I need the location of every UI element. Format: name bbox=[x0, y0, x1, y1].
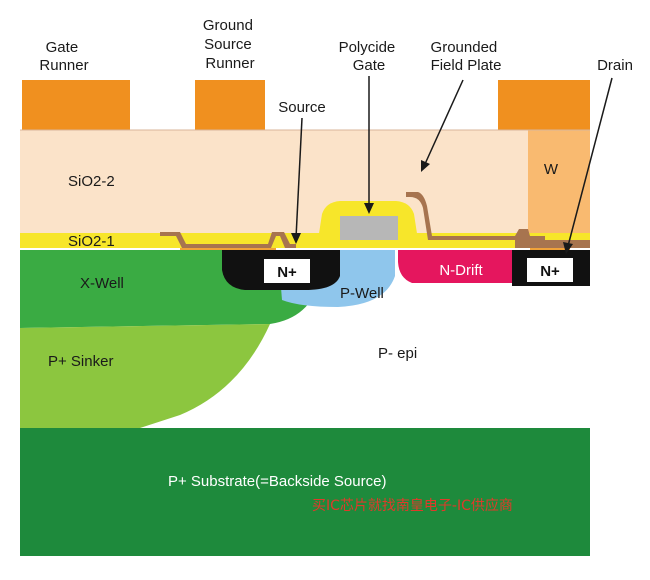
p-substrate-label: P+ Substrate(=Backside Source) bbox=[168, 473, 386, 490]
gate-runner-metal bbox=[22, 80, 130, 130]
ground-source-runner-metal bbox=[195, 80, 265, 130]
n-plus-drain-box bbox=[527, 258, 573, 282]
watermark-text: 买IC芯片就找南皇电子-IC供应商 bbox=[312, 497, 513, 514]
polycide-gate-label: Polycide Gate bbox=[339, 39, 400, 74]
n-plus-source-label: N+ bbox=[277, 264, 297, 281]
n-plus-source-box bbox=[264, 259, 310, 283]
drain-leader bbox=[567, 77, 613, 247]
grounded-field-plate bbox=[406, 192, 545, 240]
p-well-label: P-Well bbox=[340, 285, 384, 302]
p-epi-label: P- epi bbox=[378, 345, 417, 362]
n-drift-region bbox=[398, 250, 512, 283]
source-arrowhead bbox=[291, 233, 301, 244]
p-substrate-region bbox=[20, 428, 590, 556]
field-plate-arrowhead bbox=[421, 160, 430, 172]
sio2-2-layer bbox=[20, 130, 590, 242]
drain-arrowhead bbox=[563, 242, 573, 254]
n-drift-label: N-Drift bbox=[439, 262, 483, 279]
drain-metal bbox=[498, 80, 590, 130]
sio2-1-label: SiO2-1 bbox=[68, 233, 115, 250]
source-leader bbox=[295, 117, 303, 239]
w-label: W bbox=[544, 161, 559, 178]
w-plug bbox=[528, 130, 590, 242]
n-plus-drain-label: N+ bbox=[540, 263, 560, 280]
polycide-gate-arrowhead bbox=[364, 203, 374, 214]
sio2-2-label: SiO2-2 bbox=[68, 173, 115, 190]
source-label: Source bbox=[278, 99, 326, 116]
drain-contact-line bbox=[515, 240, 590, 248]
polycide-gate bbox=[340, 216, 398, 240]
gate-runner-label: Gate Runner bbox=[39, 39, 88, 74]
p-sinker-label: P+ Sinker bbox=[48, 353, 113, 370]
x-well-label: X-Well bbox=[80, 275, 124, 292]
ground-source-runner-label: Ground Source Runner bbox=[203, 17, 257, 72]
grounded-field-plate-label: Grounded Field Plate bbox=[431, 39, 502, 74]
drain-label: Drain bbox=[597, 57, 633, 74]
field-plate-leader bbox=[424, 79, 464, 165]
source-contact-line bbox=[160, 232, 296, 248]
p-sinker-region bbox=[20, 324, 270, 428]
